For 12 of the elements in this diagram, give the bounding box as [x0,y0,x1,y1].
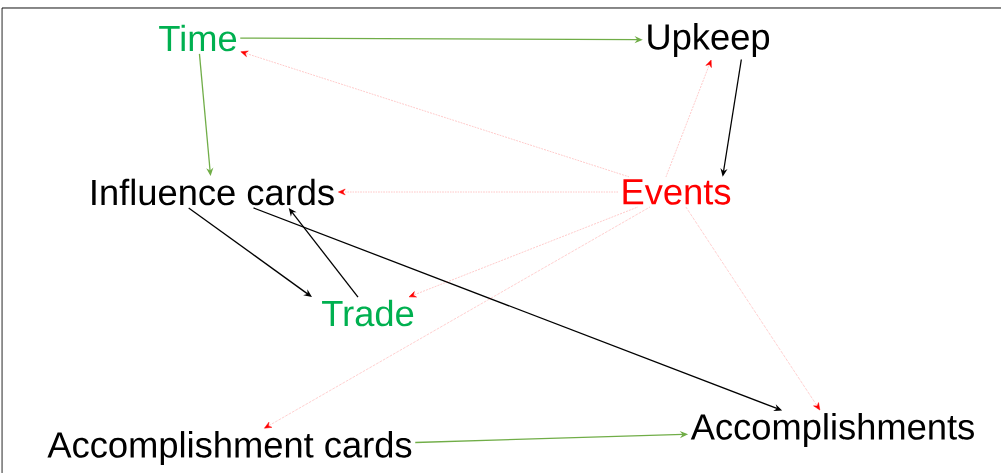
node-label: Time [159,24,237,52]
node-label: Upkeep [648,23,770,57]
node-label: Accomplishment cards [47,431,412,465]
arrow [264,207,650,429]
arrow [240,50,629,177]
node-label: Trade [322,299,414,327]
arrow [665,59,712,177]
node-label: Events [623,179,731,205]
node-label: Influence cards [92,178,334,206]
node-label: Accomplishments [690,413,974,447]
arrow [338,188,619,196]
arrow [408,207,638,298]
